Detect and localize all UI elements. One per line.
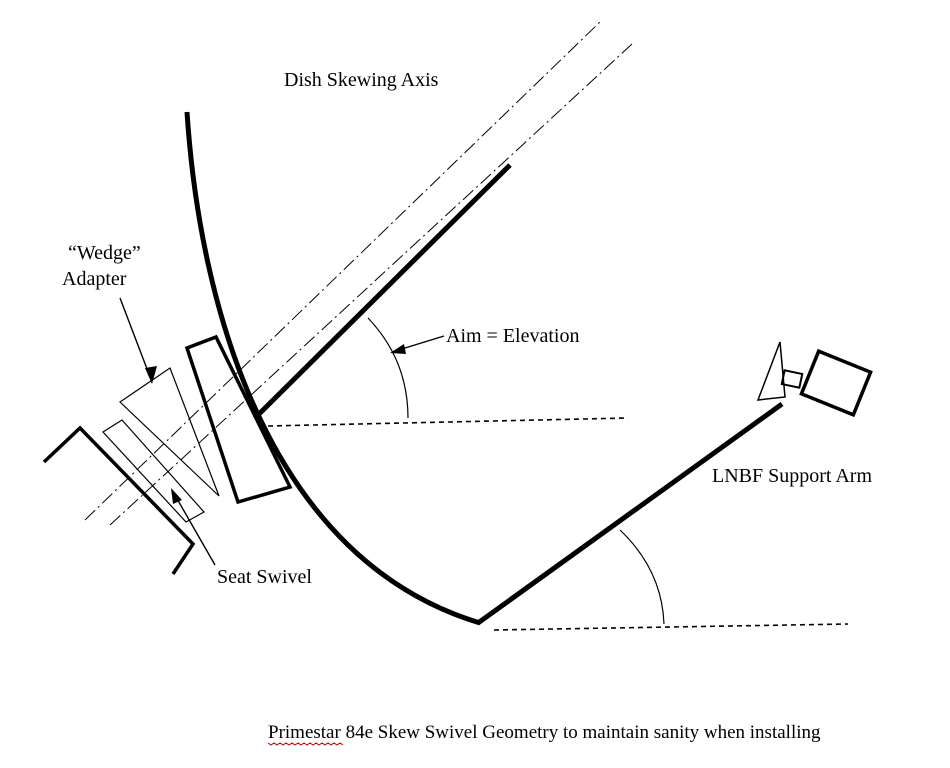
label-dish-skewing-axis: Dish Skewing Axis xyxy=(284,69,439,91)
diagram-caption: Primestar 84e Skew Swivel Geometry to ma… xyxy=(268,722,821,743)
caption-word-primestar: Primestar xyxy=(268,722,341,743)
caption-rest: 84e Skew Swivel Geometry to maintain san… xyxy=(341,722,821,743)
skew-axis-line-2 xyxy=(109,43,633,526)
lnbf-body xyxy=(799,348,873,418)
wedge-adapter xyxy=(119,367,220,497)
swivel-pointer-arrowhead xyxy=(171,488,182,504)
label-seat-swivel: Seat Swivel xyxy=(217,566,312,588)
aim-pointer-arrowhead xyxy=(390,344,406,354)
wedge-pointer-arrowhead xyxy=(145,366,157,384)
swivel-pointer-line xyxy=(171,489,216,566)
lnbf-feedhorn xyxy=(756,341,786,401)
lnbf-neck xyxy=(780,369,804,389)
seat-swivel-plate xyxy=(102,419,205,523)
mount-bracket xyxy=(184,334,293,505)
label-wedge-line2: Adapter xyxy=(62,268,127,290)
label-wedge-line1: “Wedge” xyxy=(68,242,141,264)
horizontal-reference-lower xyxy=(493,623,849,631)
skew-axis-line-1 xyxy=(84,21,601,521)
mast-bracket xyxy=(42,425,196,575)
dish-reflector-curve xyxy=(184,111,481,626)
aim-line xyxy=(253,163,512,420)
arm-angle-arc xyxy=(619,529,665,625)
label-lnbf-support-arm: LNBF Support Arm xyxy=(712,465,872,487)
lnbf-support-arm xyxy=(476,401,784,626)
elevation-angle-arc xyxy=(367,317,409,419)
horizontal-reference-upper xyxy=(267,417,629,427)
label-aim-elevation: Aim = Elevation xyxy=(446,325,579,347)
caption-spellcheck-underline xyxy=(267,742,344,746)
